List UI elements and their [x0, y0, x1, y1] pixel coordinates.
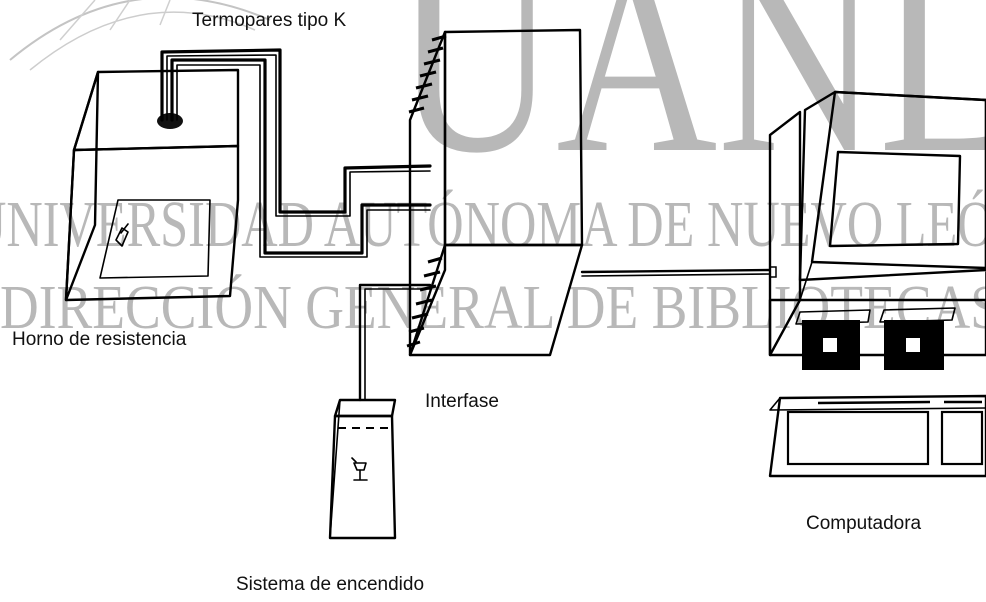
furnace-handle-icon [115, 223, 129, 247]
label-thermocouples: Termopares tipo K [192, 10, 347, 31]
interface-computer-cable [580, 266, 777, 278]
cable-to-computer-inner [581, 273, 773, 277]
computer-case-front [768, 298, 986, 357]
cable-to-computer [580, 268, 774, 274]
monitor-base [799, 261, 986, 301]
cable-to-ignition-inner [364, 288, 431, 401]
watermark-seal-arc-inner [29, 11, 256, 71]
interface-box [406, 28, 584, 357]
keyboard-key-numpad [940, 410, 984, 466]
thermocouple-wires [160, 48, 432, 258]
ignition-front-face [328, 414, 397, 540]
computer [768, 90, 986, 478]
keyboard-function-row [817, 400, 931, 405]
interface-connector-pins-upper [408, 34, 447, 114]
furnace-front-face [64, 144, 240, 302]
furnace [64, 68, 240, 302]
cable-to-ignition [358, 283, 432, 402]
watermark-line-1: UANL [395, 0, 986, 209]
furnace-side-face [64, 70, 100, 302]
disk-drive-slot-2 [879, 307, 956, 323]
diskette-2-hole [906, 338, 920, 352]
label-furnace: Horno de resistencia [12, 329, 187, 350]
diskette-1-hole [823, 338, 837, 352]
label-interface: Interfase [425, 391, 499, 412]
watermark-line-2: UNIVERSIDAD AUTÓNOMA DE NUEVO LEÓN [0, 188, 986, 261]
thermocouple-wire-2 [170, 58, 432, 255]
monitor-body [798, 90, 986, 282]
watermark-seal-ray [59, 0, 171, 41]
label-ignition: Sistema de encendido [236, 574, 424, 595]
monitor-bezel [810, 90, 986, 270]
label-computer: Computadora [806, 513, 922, 534]
ignition-top-face [333, 398, 397, 418]
ignition-side-edge [329, 399, 341, 539]
watermark: UANL UNIVERSIDAD AUTÓNOMA DE NUEVO LEÓN … [0, 0, 986, 342]
ignition-system [328, 398, 397, 540]
thermocouple-wire-2-inner [176, 64, 431, 258]
interface-bottom-face [408, 243, 584, 357]
disk-drive-slot-1 [795, 309, 871, 325]
monitor-screen [828, 150, 962, 248]
interface-connector-pins-lower [406, 256, 443, 348]
keyboard-top-edge [769, 397, 986, 411]
furnace-door [99, 199, 211, 279]
keyboard-body [768, 394, 986, 478]
watermark-seal-arc [9, 0, 271, 61]
thermocouple-wire-1 [160, 48, 432, 214]
ignition-switch-icon [351, 457, 368, 481]
ignition-cable [358, 283, 432, 402]
thermocouple-wire-1-inner [166, 54, 431, 217]
keyboard-key-main [786, 410, 930, 466]
